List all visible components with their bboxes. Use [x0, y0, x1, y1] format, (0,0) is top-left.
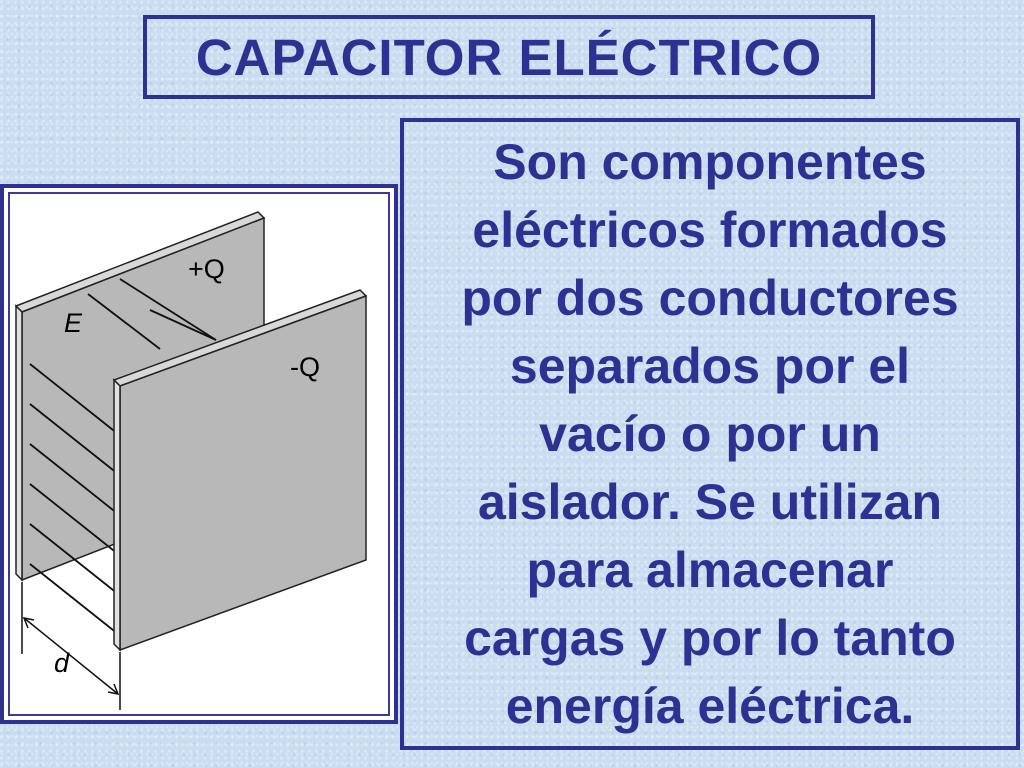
- negative-charge-label: -Q: [290, 352, 320, 382]
- capacitor-diagram: [14, 211, 368, 710]
- distance-label: d: [54, 648, 70, 678]
- electric-field-label: E: [64, 308, 83, 338]
- description-box: Son componentes eléctricos formados por …: [400, 118, 1020, 750]
- electric-field-lines: [29, 278, 217, 635]
- positive-plate-side-edge: [15, 304, 23, 582]
- distance-indicator: [21, 582, 121, 710]
- description-text: Son componentes eléctricos formados por …: [461, 134, 959, 734]
- negative-plate-side-edge: [113, 378, 121, 652]
- capacitor-figure-inner: +Q -Q E d: [8, 192, 390, 716]
- capacitor-figure: +Q -Q E d: [0, 184, 398, 724]
- positive-charge-label: +Q: [188, 254, 225, 284]
- title-box: CAPACITOR ELÉCTRICO: [143, 15, 875, 99]
- slide-title: CAPACITOR ELÉCTRICO: [195, 28, 823, 86]
